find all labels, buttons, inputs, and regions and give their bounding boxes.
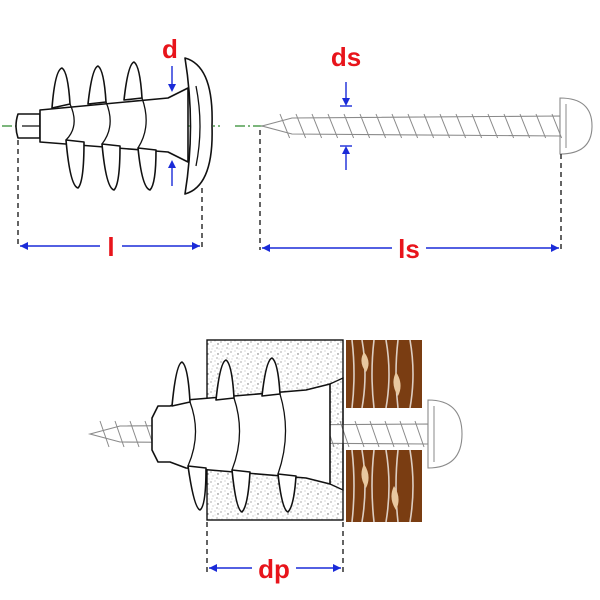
installed-anchor-thread [261, 357, 281, 397]
wood-panel-top [346, 339, 422, 409]
installed-anchor-thread [187, 465, 207, 511]
anchor-flange [184, 57, 213, 195]
screw-threads [279, 113, 563, 139]
label-dp: dp [258, 554, 290, 584]
label-ds: ds [331, 42, 361, 72]
dp-dimension [206, 522, 344, 572]
installed-anchor-thread [277, 473, 297, 513]
anchor-thread [137, 147, 157, 191]
label-ls: ls [398, 234, 420, 264]
wood-panel-bottom [346, 449, 422, 523]
screw-head [559, 97, 593, 155]
anchor-thread [65, 139, 85, 189]
l-dimension [17, 140, 203, 250]
anchor-thread [123, 61, 143, 101]
ds-dimension [340, 82, 352, 170]
label-d: d [162, 34, 178, 64]
installed-anchor-thread [215, 359, 235, 401]
ls-dimension [259, 130, 562, 252]
installed-screw-head [427, 399, 463, 469]
screw-side-view [235, 97, 593, 155]
label-l: l [107, 232, 114, 262]
anchor-side-view [2, 57, 220, 195]
anchor-thread [101, 143, 121, 191]
installed-anchor-thread [231, 469, 251, 513]
anchor-thread [87, 65, 107, 105]
installed-anchor-thread [171, 361, 191, 407]
d-dimension [168, 66, 176, 186]
anchor-thread [51, 67, 71, 109]
screw-shank [259, 115, 561, 137]
installed-assembly [87, 339, 463, 523]
